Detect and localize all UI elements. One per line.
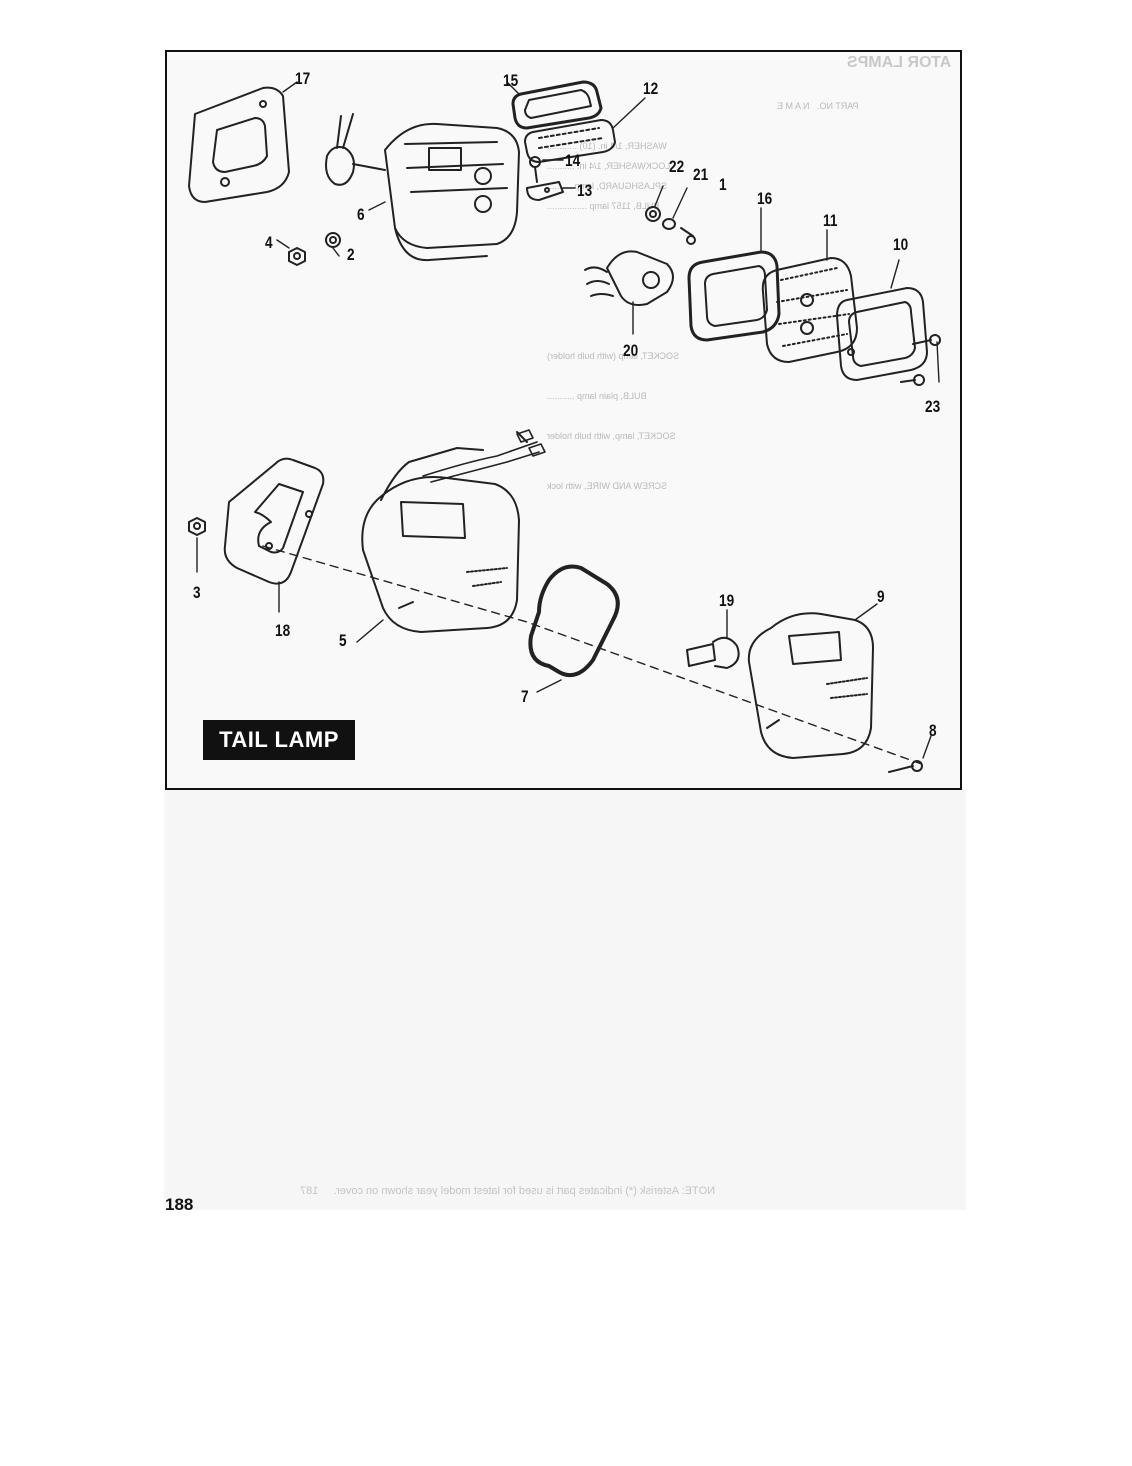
page-shading: [164, 790, 966, 1210]
exploded-view-drawing: [188, 80, 941, 773]
callout-21: 21: [693, 165, 709, 184]
callout-18: 18: [275, 621, 291, 640]
part-3-nut: [188, 517, 206, 536]
callout-8: 8: [929, 721, 937, 740]
callout-1: 1: [719, 175, 727, 194]
callout-20: 20: [623, 341, 639, 360]
callout-19: 19: [719, 591, 735, 610]
page-number: 188: [165, 1195, 194, 1214]
callout-6: 6: [357, 205, 365, 224]
part-7-gasket: [528, 564, 620, 677]
part-8-screw: [888, 760, 923, 773]
leader-line: [282, 81, 298, 93]
part-5-lamp-body: [361, 431, 528, 633]
part-2-lockwasher: [325, 232, 341, 248]
callout-23: 23: [925, 397, 941, 416]
callout-3: 3: [193, 583, 201, 602]
part-23-screws: [900, 334, 941, 386]
part-20-socket: [584, 250, 674, 306]
part-11-lens: [761, 257, 858, 363]
callout-12: 12: [643, 79, 659, 98]
callout-7: 7: [521, 687, 529, 706]
part-10-bezel: [836, 287, 928, 381]
part-13-bracket: [526, 181, 564, 201]
callout-4: 4: [265, 233, 273, 252]
part-14-screw: [529, 156, 541, 183]
part-17-gasket: [188, 86, 290, 203]
part-15-gasket: [511, 80, 603, 130]
part-6-lamp-housing: [325, 113, 520, 262]
callout-9: 9: [877, 587, 885, 606]
part-21-washer: [662, 218, 676, 230]
bleed-through-note: NOTE: Asterisk (*) indicates part is use…: [300, 1185, 716, 1197]
callout-11: 11: [823, 211, 838, 230]
part-9-lens: [747, 612, 874, 759]
part-4-nut: [288, 247, 306, 266]
part-16-gasket: [687, 250, 781, 342]
part-18-mount-plate: [223, 457, 325, 585]
callout-2: 2: [347, 245, 355, 264]
callout-22: 22: [669, 157, 685, 176]
callout-17: 17: [295, 69, 311, 88]
part-1-screw: [680, 227, 696, 245]
tail-lamp-exploded-diagram: ATOR LAMPS PART NO. N A M E WASHER, 1/4 …: [165, 50, 962, 790]
callout-10: 10: [893, 235, 909, 254]
callout-13: 13: [577, 181, 593, 200]
callout-5: 5: [339, 631, 347, 650]
callout-16: 16: [757, 189, 773, 208]
figure-title: TAIL LAMP: [203, 720, 355, 760]
part-12-license-lens: [524, 119, 616, 163]
part-19-bulb: [686, 636, 740, 669]
part-22-nut: [645, 206, 661, 222]
callout-15: 15: [503, 71, 519, 90]
callout-14: 14: [565, 151, 581, 170]
